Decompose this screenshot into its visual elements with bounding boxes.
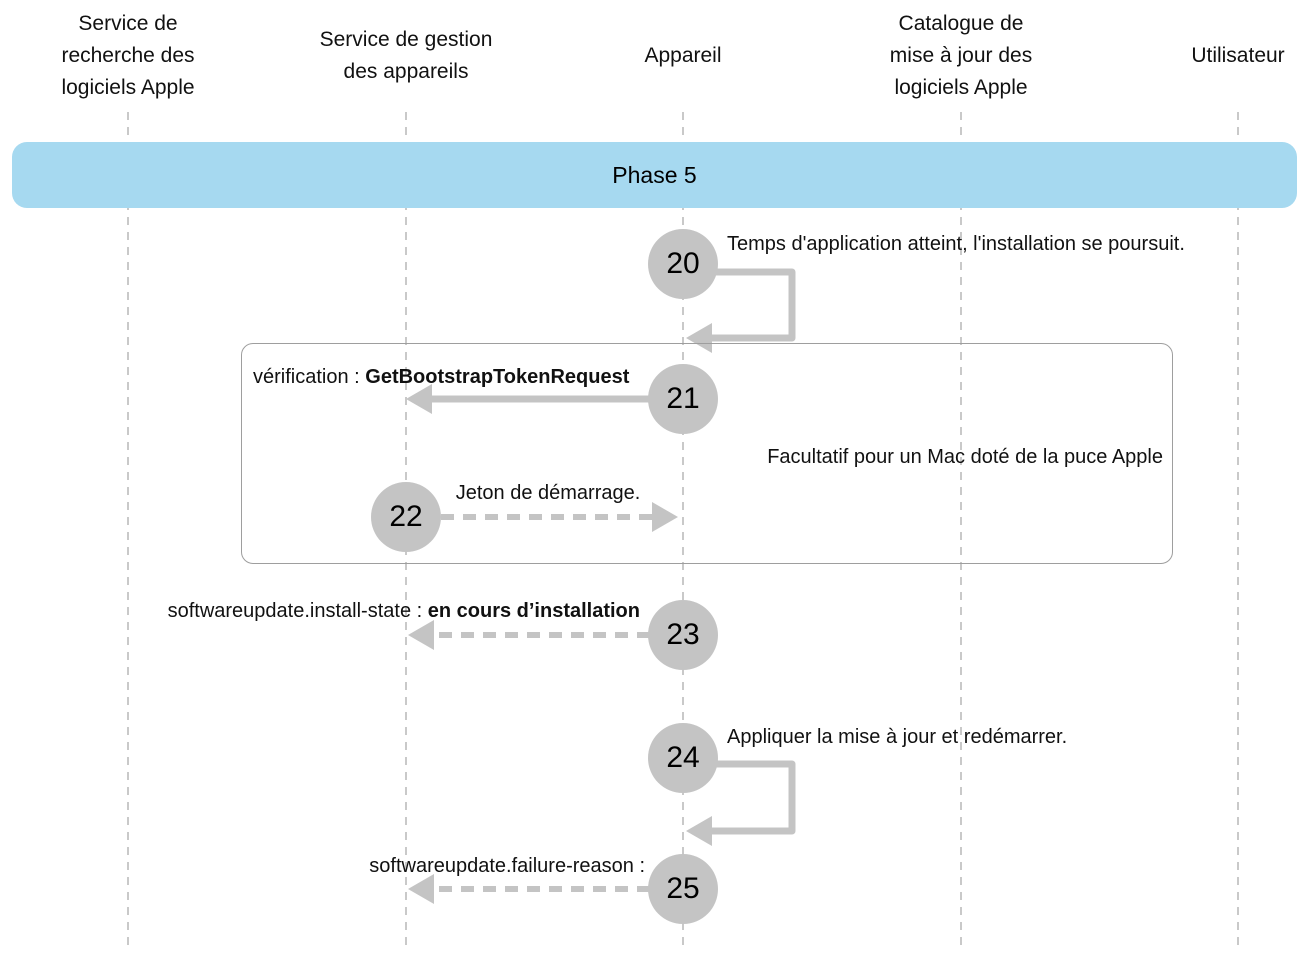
step-20-label: Temps d'application atteint, l'installat… (727, 232, 1185, 256)
step-24-self-loop-line (706, 760, 796, 835)
step-20-circle: 20 (648, 229, 718, 299)
actor-label-line: Service de gestion (319, 28, 493, 51)
step-25-text: softwareupdate.failure-reason : (369, 855, 645, 877)
step-21-label-prefix: vérification : (253, 366, 366, 388)
group-note-text: Facultatif pour un Mac doté de la puce A… (767, 446, 1163, 468)
step-23-arrowhead-icon (408, 620, 434, 650)
group-note-label: Facultatif pour un Mac doté de la puce A… (767, 445, 1163, 469)
step-24-number: 24 (666, 741, 700, 774)
step-23-label-prefix: softwareupdate.install-state : (167, 600, 428, 622)
step-24-circle: 24 (648, 723, 718, 793)
step-22-circle: 22 (371, 482, 441, 552)
actor-label-line: Utilisateur (1191, 44, 1285, 67)
actor-header-catalogue: Catalogue de mise à jour des logiciels A… (841, 0, 1081, 112)
step-25-arrowhead-icon (408, 874, 434, 904)
actor-label-line: logiciels Apple (894, 76, 1028, 99)
step-25-circle: 25 (648, 854, 718, 924)
step-21-circle: 21 (648, 364, 718, 434)
actor-label-line: Service de (78, 12, 178, 35)
actor-label-line: des appareils (343, 60, 469, 83)
step-23-label-prefix-wrap: softwareupdate.install-state : en cours … (168, 599, 640, 623)
actor-header-utilisateur: Utilisateur (1118, 0, 1309, 112)
actor-header-appareil: Appareil (563, 0, 803, 112)
step-21-label-value: GetBootstrapTokenRequest (365, 366, 630, 388)
actor-label-line: recherche des (61, 44, 195, 67)
phase-banner: Phase 5 (12, 142, 1297, 208)
step-23-circle: 23 (648, 600, 718, 670)
phase-banner-label: Phase 5 (612, 161, 697, 188)
step-24-label: Appliquer la mise à jour et redémarrer. (727, 725, 1067, 749)
step-22-label: Jeton de démarrage. (448, 481, 648, 505)
step-21-number: 21 (666, 382, 700, 415)
step-23-number: 23 (666, 618, 700, 651)
actor-header-service-gestion: Service de gestion des appareils (286, 0, 526, 112)
step-22-number: 22 (389, 500, 423, 533)
step-20-number: 20 (666, 247, 700, 280)
step-25-label: softwareupdate.failure-reason : (369, 854, 645, 878)
actor-label-line: Catalogue de (898, 12, 1024, 35)
step-23-label-value: en cours d’installation (427, 600, 640, 622)
step-21-label: vérification : GetBootstrapTokenRequest (253, 365, 629, 389)
step-24-text: Appliquer la mise à jour et redémarrer. (727, 726, 1068, 748)
step-20-self-loop-line (706, 268, 796, 342)
actor-label-line: mise à jour des (889, 44, 1033, 67)
optional-group-box (241, 343, 1173, 564)
actor-header-service-recherche: Service de recherche des logiciels Apple (8, 0, 248, 112)
step-22-text: Jeton de démarrage. (455, 482, 641, 504)
step-20-text: Temps d'application atteint, l'installat… (727, 233, 1185, 255)
actor-label-line: Appareil (644, 44, 722, 67)
step-24-arrowhead-icon (686, 816, 712, 846)
step-25-number: 25 (666, 872, 700, 905)
actor-label-line: logiciels Apple (61, 76, 195, 99)
